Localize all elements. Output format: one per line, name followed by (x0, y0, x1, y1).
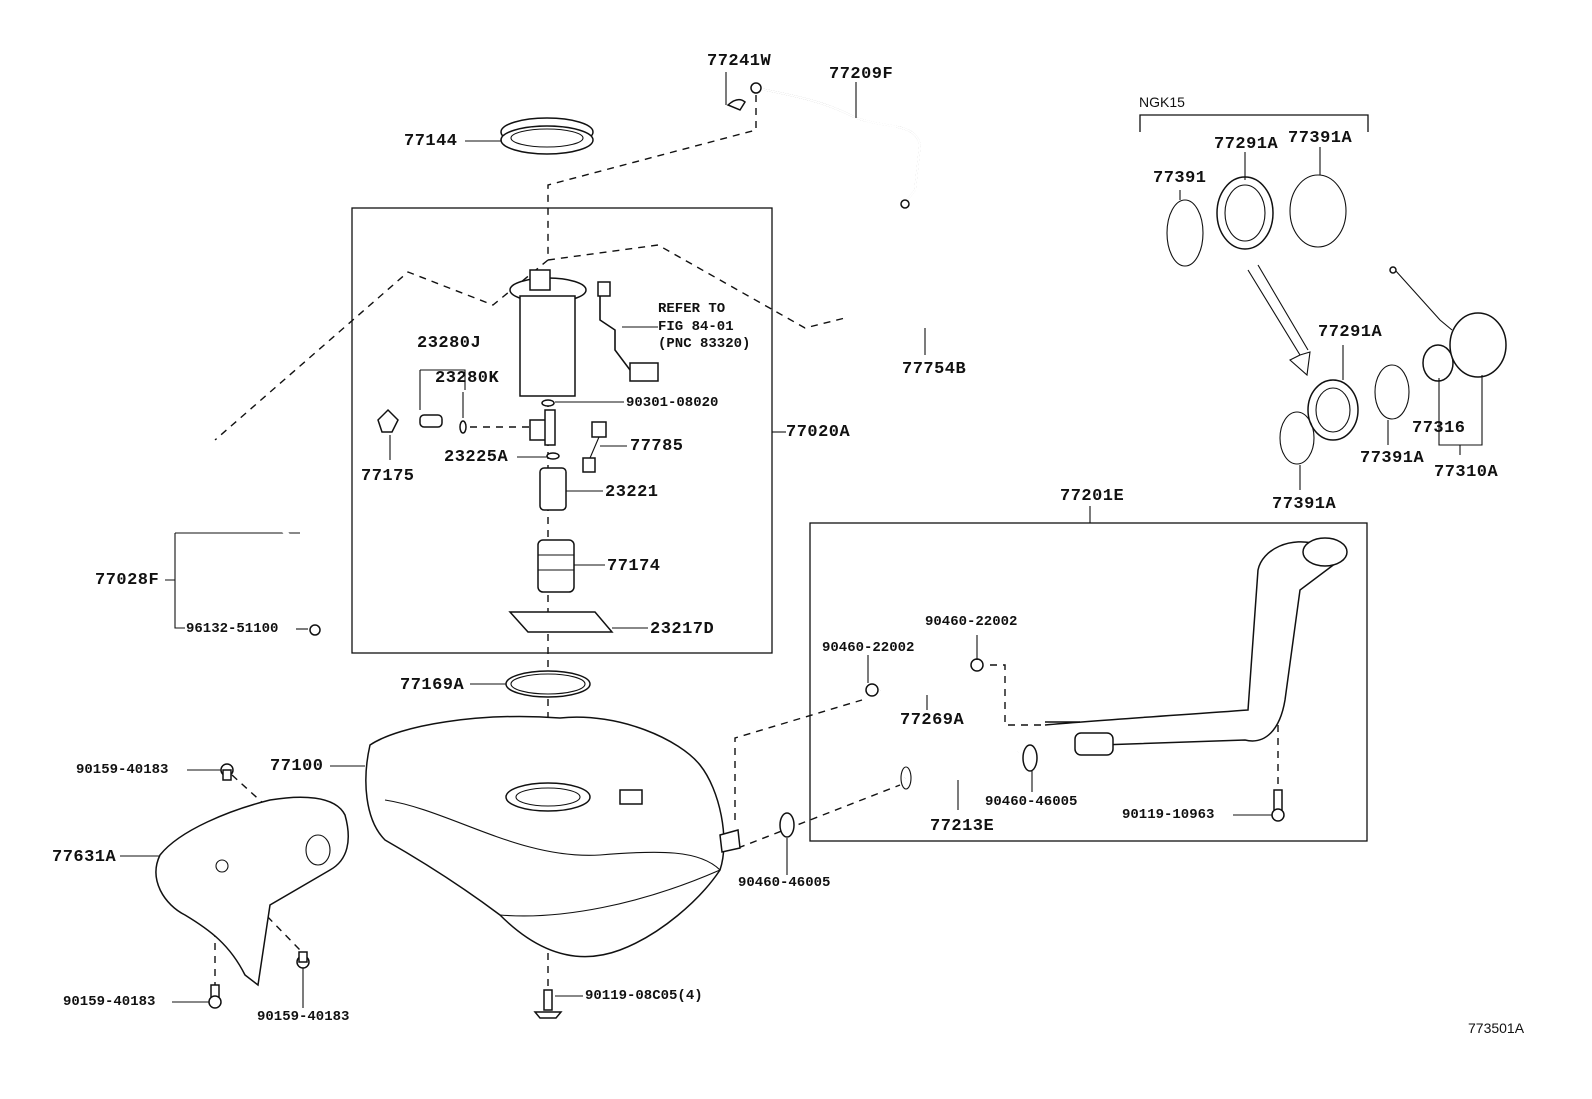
fuel-pump-23221 (539, 467, 567, 511)
part-label-90119-10963[interactable]: 90119-10963 (1122, 807, 1215, 823)
clamp-90460-46005 (1022, 744, 1038, 772)
part-label-90460-46005[interactable]: 90460-46005 (985, 794, 1078, 810)
bolt-90159-40183 (296, 951, 310, 969)
tube-77209f (755, 87, 921, 204)
part-label-23225a[interactable]: 23225A (444, 448, 509, 467)
part-label-77291a[interactable]: 77291A (1214, 135, 1279, 154)
bracket-77028f (165, 532, 300, 629)
part-label-23280k[interactable]: 23280K (435, 369, 500, 388)
filler-pipe-assembly-box (809, 522, 1368, 842)
part-label-23280j[interactable]: 23280J (417, 334, 482, 353)
clamp-90460-22002 (970, 658, 984, 672)
reference-note-line-3: (PNC 83320) (658, 336, 751, 352)
part-label-90460-46005[interactable]: 90460-46005 (738, 875, 831, 891)
part-label-77269a[interactable]: 77269A (900, 711, 965, 730)
bolt-90119-08c05 (533, 989, 563, 1019)
bolt-90159-40183 (208, 984, 222, 1009)
part-label-77100[interactable]: 77100 (270, 757, 324, 776)
part-label-77028f[interactable]: 77028F (95, 571, 160, 590)
part-label-90159-40183[interactable]: 90159-40183 (63, 994, 156, 1010)
gasket-77391a (1374, 364, 1410, 420)
part-label-90159-40183[interactable]: 90159-40183 (257, 1009, 350, 1025)
guide-line (737, 784, 901, 849)
part-label-77316[interactable]: 77316 (1412, 419, 1466, 438)
filler-pipe-77201e (1044, 541, 1342, 746)
part-label-77175[interactable]: 77175 (361, 467, 415, 486)
filter-23217d (508, 611, 614, 633)
part-label-23217d[interactable]: 23217D (650, 620, 715, 639)
part-label-77020a[interactable]: 77020A (786, 423, 851, 442)
bolt-90159-40183 (220, 763, 234, 781)
gasket-77391 (1166, 199, 1204, 267)
pump-bracket (519, 295, 576, 397)
reference-note-line-2[interactable]: FIG 84-01 (658, 319, 734, 335)
part-label-77201e[interactable]: 77201E (1060, 487, 1125, 506)
clamp-90460-22002 (865, 683, 879, 697)
part-label-77213e[interactable]: 77213E (930, 817, 995, 836)
part-label-90159-40183[interactable]: 90159-40183 (76, 762, 169, 778)
ngk15-bracket (1139, 114, 1369, 132)
part-label-90460-22002[interactable]: 90460-22002 (822, 640, 915, 656)
figure-code: 773501A (1468, 1020, 1525, 1036)
fuel-pump-assembly-box (351, 207, 773, 654)
heat-shield-77631a (155, 796, 349, 987)
guide-line (214, 259, 549, 441)
part-label-90301-08020[interactable]: 90301-08020 (626, 395, 719, 411)
fuel-cap-77310a (1449, 312, 1507, 378)
part-label-77310a[interactable]: 77310A (1434, 463, 1499, 482)
clip-77175 (377, 408, 399, 433)
part-label-77291a[interactable]: 77291A (1318, 323, 1383, 342)
guide-line (547, 244, 846, 329)
clip-77241w (726, 98, 746, 111)
part-label-77169a[interactable]: 77169A (400, 676, 465, 695)
part-label-77391[interactable]: 77391 (1153, 169, 1207, 188)
part-label-23221[interactable]: 23221 (605, 483, 659, 502)
reference-note-line-1: REFER TO (658, 301, 726, 317)
fuel-gauge-wire (599, 290, 655, 371)
guide-line (547, 95, 757, 260)
part-label-77631a[interactable]: 77631A (52, 848, 117, 867)
guide-line (231, 774, 321, 856)
clamp-90460-46005 (779, 812, 795, 838)
bracket-77310a (1438, 430, 1483, 455)
part-label-77174[interactable]: 77174 (607, 557, 661, 576)
part-label-77391a[interactable]: 77391A (1272, 495, 1337, 514)
gasket-77391a (1279, 411, 1315, 465)
bolt-90119-10963 (1271, 789, 1285, 822)
suction-filter-77174 (537, 539, 575, 593)
filter-23280j (419, 414, 443, 428)
part-label-77144[interactable]: 77144 (404, 132, 458, 151)
bracket-23280j (419, 369, 466, 410)
part-label-77785[interactable]: 77785 (630, 437, 684, 456)
tank-opening (505, 782, 591, 812)
guide-line (734, 699, 863, 820)
part-label-96132-51100[interactable]: 96132-51100 (186, 621, 279, 637)
tube-77028f (198, 439, 326, 629)
part-label-90460-22002[interactable]: 90460-22002 (925, 614, 1018, 630)
cap-gasket-77316 (1422, 344, 1454, 382)
fuel-tank-77100 (365, 715, 725, 958)
gasket-77391a (1289, 174, 1347, 248)
gasket-77169a (505, 670, 591, 698)
direction-arrow (1247, 264, 1311, 377)
part-label-90119-08c05[interactable]: 90119-08C05(4) (585, 988, 703, 1004)
part-label-77391a[interactable]: 77391A (1360, 449, 1425, 468)
part-label-77209f[interactable]: 77209F (829, 65, 894, 84)
group-label-ngk15: NGK15 (1139, 94, 1185, 110)
part-label-77754b[interactable]: 77754B (902, 360, 967, 379)
guide-line (990, 664, 1045, 726)
part-label-77241w[interactable]: 77241W (707, 52, 772, 71)
part-label-77391a[interactable]: 77391A (1288, 129, 1353, 148)
